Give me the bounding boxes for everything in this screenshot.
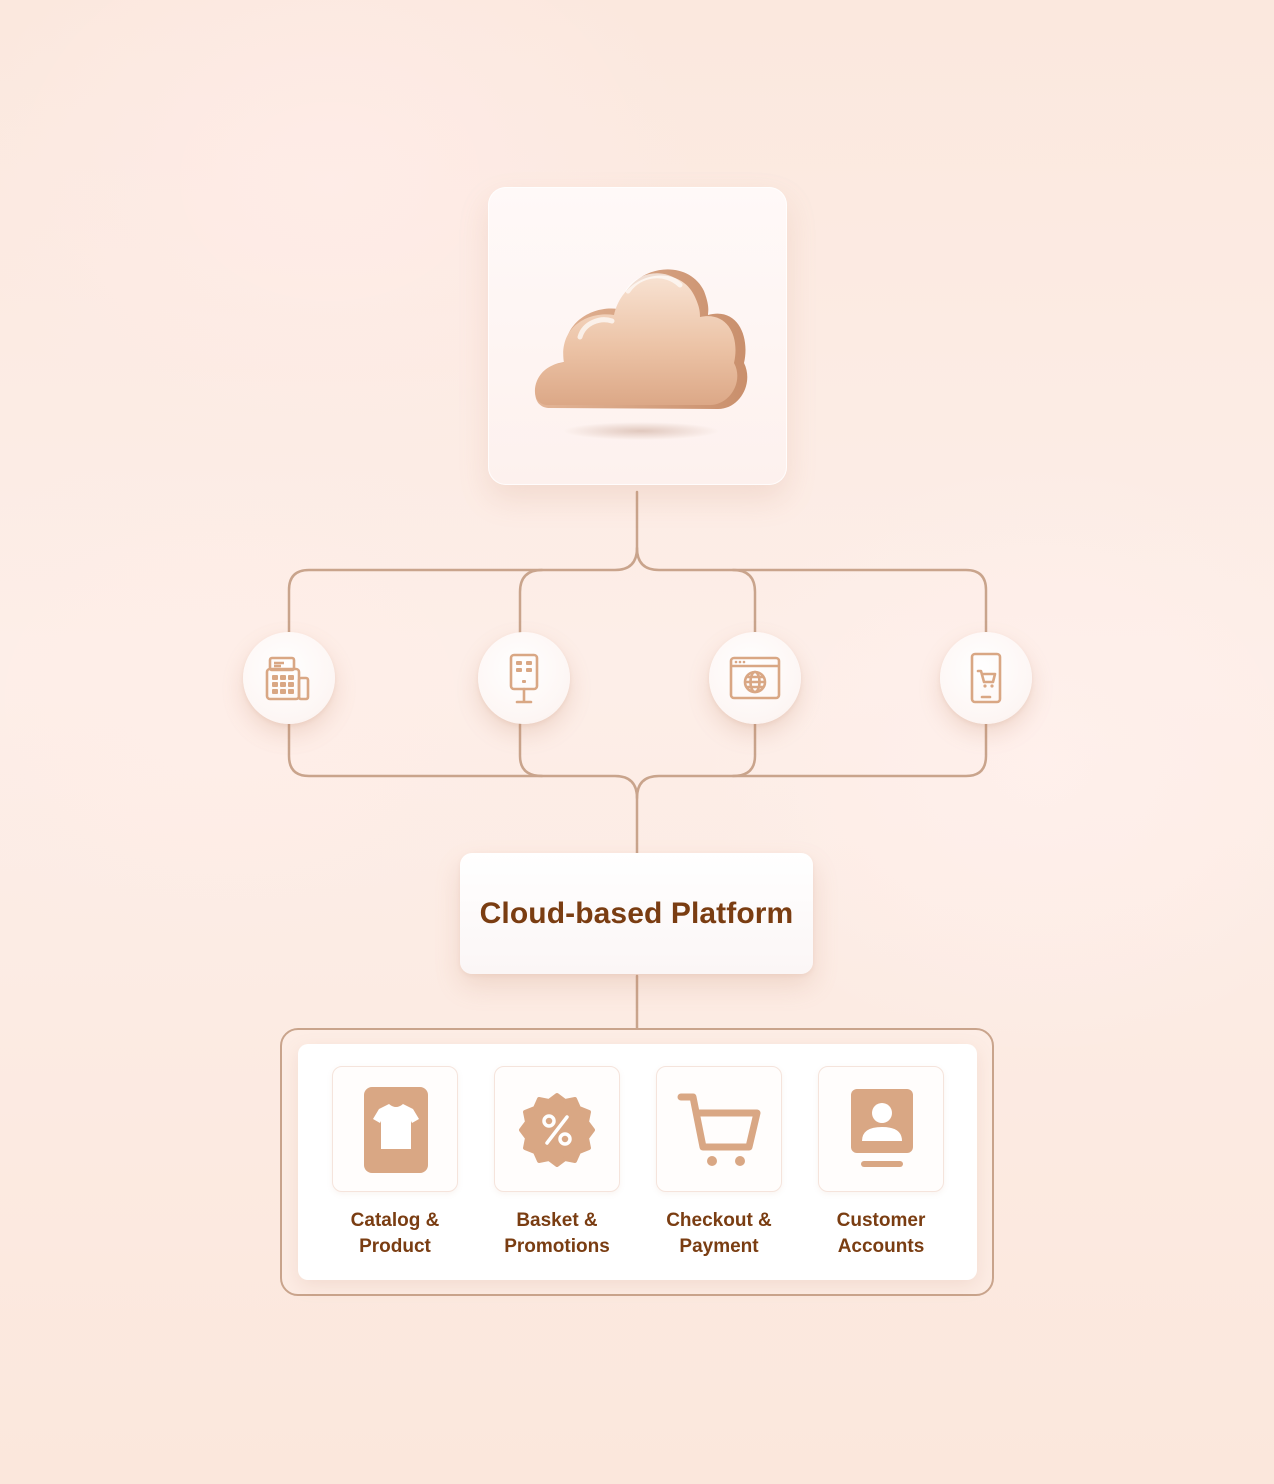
module-label: Customer Accounts: [836, 1210, 926, 1257]
pos-terminal-icon: [265, 656, 310, 701]
percent-badge-icon: [519, 1093, 595, 1167]
module-tile: [494, 1066, 620, 1192]
platform-box: Cloud-based Platform: [460, 853, 813, 974]
platform-title: Cloud-based Platform: [479, 896, 794, 930]
shopping-cart-icon: [677, 1093, 761, 1166]
module-tile: [656, 1066, 782, 1192]
kiosk-icon: [509, 653, 539, 704]
channel-node-mobile[interactable]: [940, 632, 1032, 724]
module-customer-accounts[interactable]: Customer Accounts: [818, 1066, 944, 1260]
tshirt-icon: [364, 1087, 428, 1173]
user-profile-icon: [851, 1089, 913, 1167]
module-basket-promotions[interactable]: Basket & Promotions: [494, 1066, 620, 1260]
module-label: Checkout & Payment: [666, 1210, 772, 1257]
cloud-icon: [534, 269, 748, 440]
module-label: Basket & Promotions: [504, 1210, 610, 1257]
channel-node-pos[interactable]: [243, 632, 335, 724]
module-label: Catalog & Product: [350, 1210, 440, 1257]
channel-node-kiosk[interactable]: [478, 632, 570, 724]
module-catalog-product[interactable]: Catalog & Product: [332, 1066, 458, 1260]
module-tile: [332, 1066, 458, 1192]
module-checkout-payment[interactable]: Checkout & Payment: [656, 1066, 782, 1260]
web-browser-globe-icon: [729, 656, 781, 700]
channel-node-web[interactable]: [709, 632, 801, 724]
cloud-card: [488, 187, 787, 485]
module-tile: [818, 1066, 944, 1192]
mobile-shopping-cart-icon: [970, 652, 1002, 704]
